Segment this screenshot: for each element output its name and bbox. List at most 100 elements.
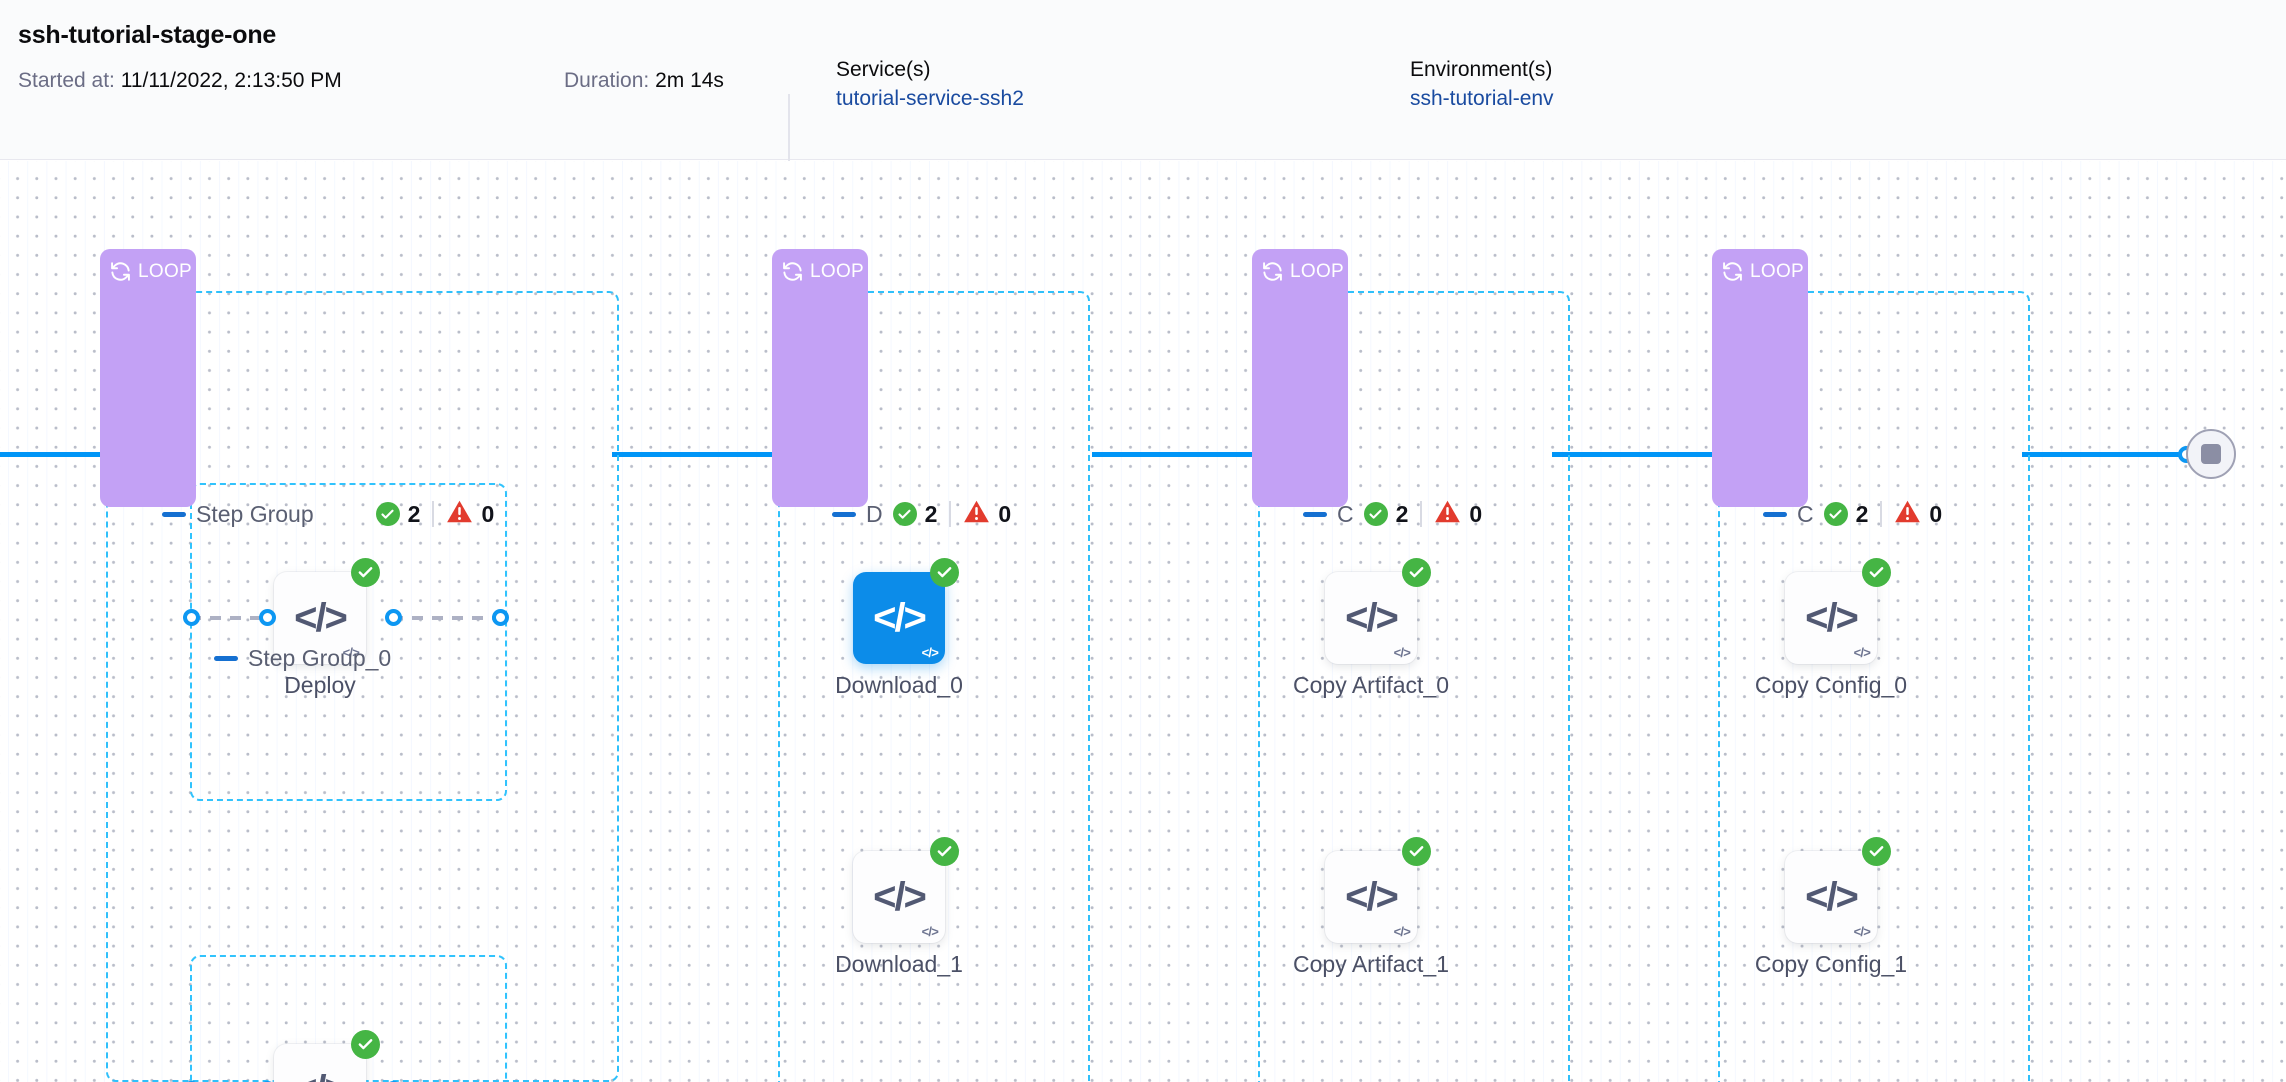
warning-triangle-icon: [1434, 499, 1461, 529]
services-value-link[interactable]: tutorial-service-ssh2: [836, 87, 1024, 110]
node-label-copy-config-0: Copy Config_0: [1754, 672, 1908, 698]
node-card-download-1[interactable]: </> </>: [853, 837, 959, 943]
header-divider: [788, 94, 790, 172]
code-mini-icon: </>: [342, 645, 360, 660]
success-check-icon: [1363, 502, 1388, 526]
node-copy-config-0[interactable]: </> </> Copy Config_0: [1755, 558, 1907, 698]
success-count-copy-config-group: 2: [1855, 500, 1869, 527]
node-label-copy-config-1: Copy Config_1: [1754, 951, 1908, 977]
code-mini-icon: </>: [921, 645, 939, 660]
group-title-step-group: Step Group: [196, 501, 314, 527]
group-header-step-group[interactable]: Step Group 2 0: [162, 499, 494, 529]
node-card-copy-config-0[interactable]: </> </>: [1785, 558, 1891, 664]
loop-icon: [109, 260, 132, 283]
loop-badge-label: LOOP: [1750, 260, 1804, 282]
collapse-dash-icon[interactable]: [162, 511, 186, 517]
group-header-copy-artifact-group[interactable]: C 2 0: [1303, 499, 1482, 529]
node-status-success-icon: [351, 1030, 380, 1059]
count-divider: [1880, 501, 1883, 527]
group-title-step-group-0: Step Group_0: [248, 645, 392, 671]
group-header-step-group-0[interactable]: Step Group_0: [214, 645, 391, 671]
group-box-copy-artifact-group[interactable]: [1258, 291, 1570, 1082]
connector-dash-right-deploy: [392, 616, 502, 620]
node-copy-artifact-1[interactable]: </> </> Copy Artifact_1: [1293, 837, 1449, 977]
loop-icon: [1721, 260, 1744, 283]
loop-badge-step-group: LOOP: [100, 249, 196, 507]
pipeline-canvas[interactable]: LOOP Step Group 2 0 Step Group_0 </>: [0, 161, 2286, 1082]
node-card-copy-config-1[interactable]: </> </>: [1785, 837, 1891, 943]
success-check-icon: [375, 502, 400, 526]
node-copy-config-1[interactable]: </> </> Copy Config_1: [1755, 837, 1907, 977]
stop-square-icon: [2201, 444, 2221, 464]
error-count-copy-artifact-group: 0: [1469, 500, 1483, 527]
started-at-value: 11/11/2022, 2:13:50 PM: [120, 69, 342, 92]
node-status-success-icon: [1402, 837, 1431, 866]
node-copy-artifact-0[interactable]: </> </> Copy Artifact_0: [1293, 558, 1449, 698]
collapse-dash-icon[interactable]: [214, 655, 238, 661]
code-mini-icon: </>: [1393, 924, 1411, 939]
node-status-success-icon: [930, 837, 959, 866]
node-card-download-0[interactable]: </> </>: [853, 558, 959, 664]
loop-badge-copy-artifact-group: LOOP: [1252, 249, 1348, 507]
environments-value-link[interactable]: ssh-tutorial-env: [1410, 87, 1554, 110]
success-count-step-group: 2: [407, 500, 421, 527]
connector-dot-subgroup-left[interactable]: [183, 609, 200, 626]
connector-dash-left-deploy: [190, 616, 262, 620]
group-title-copy-config-group: C: [1797, 501, 1814, 527]
connector-dot-deploy-in[interactable]: [259, 609, 276, 626]
node-download-1[interactable]: </> </> Download_1: [835, 837, 963, 977]
group-header-download-group[interactable]: D 2 0: [832, 499, 1011, 529]
collapse-dash-icon[interactable]: [1763, 511, 1787, 517]
execution-meta-row: Started at: 11/11/2022, 2:13:50 PM Durat…: [18, 58, 2286, 172]
warning-triangle-icon: [1894, 499, 1921, 529]
services-block: Service(s) tutorial-service-ssh2: [836, 56, 1024, 114]
loop-icon: [1261, 260, 1284, 283]
loop-badge-label: LOOP: [810, 260, 864, 282]
pipeline-end-node[interactable]: [2186, 429, 2236, 479]
node-label-copy-artifact-0: Copy Artifact_0: [1293, 672, 1449, 698]
services-label: Service(s): [836, 58, 931, 81]
node-status-success-icon: [930, 558, 959, 587]
node-card-copy-artifact-1[interactable]: </> </>: [1325, 837, 1431, 943]
node-step-group-1-step[interactable]: </> </>: [274, 1030, 380, 1082]
pipeline-segment-entry: [0, 452, 112, 457]
count-divider: [949, 501, 952, 527]
duration-value: 2m 14s: [655, 69, 724, 92]
code-mini-icon: </>: [921, 924, 939, 939]
group-counts-step-group: 2 0: [375, 499, 494, 529]
pipeline-segment-3-4: [1552, 452, 1712, 457]
group-counts-download-group: 2 0: [892, 499, 1011, 529]
started-at-label: Started at:: [18, 69, 115, 92]
node-label-download-0: Download_0: [835, 672, 963, 698]
group-box-copy-config-group[interactable]: [1718, 291, 2030, 1082]
code-icon: </>: [1805, 875, 1859, 919]
node-label-deploy: Deploy: [284, 672, 356, 698]
node-card-copy-artifact-0[interactable]: </> </>: [1325, 558, 1431, 664]
started-at-block: Started at: 11/11/2022, 2:13:50 PM: [18, 66, 342, 96]
node-deploy[interactable]: </> </> Deploy: [274, 558, 380, 698]
code-icon: </>: [873, 875, 927, 919]
group-header-copy-config-group[interactable]: C 2 0: [1763, 499, 1942, 529]
loop-icon: [781, 260, 804, 283]
loop-badge-label: LOOP: [138, 260, 192, 282]
warning-triangle-icon: [963, 499, 990, 529]
success-count-download-group: 2: [924, 500, 938, 527]
collapse-dash-icon[interactable]: [1303, 511, 1327, 517]
success-check-icon: [892, 502, 917, 526]
duration-label: Duration:: [564, 69, 650, 92]
node-card-step-group-1-step[interactable]: </> </>: [274, 1030, 380, 1082]
success-check-icon: [1823, 502, 1848, 526]
code-icon: </>: [1805, 596, 1859, 640]
node-download-0[interactable]: </> </> Download_0: [835, 558, 963, 698]
connector-dot-deploy-out[interactable]: [385, 609, 402, 626]
group-title-copy-artifact-group: C: [1337, 501, 1354, 527]
collapse-dash-icon[interactable]: [832, 511, 856, 517]
group-box-download-group[interactable]: [778, 291, 1090, 1082]
code-icon: </>: [294, 596, 348, 640]
group-counts-copy-config-group: 2 0: [1823, 499, 1942, 529]
group-box-step-group-0[interactable]: [190, 483, 507, 801]
group-box-step-group-1[interactable]: [190, 955, 507, 1082]
connector-dot-subgroup-right[interactable]: [492, 609, 509, 626]
pipeline-segment-exit: [2022, 452, 2187, 457]
node-card-deploy[interactable]: </> </>: [274, 558, 380, 664]
